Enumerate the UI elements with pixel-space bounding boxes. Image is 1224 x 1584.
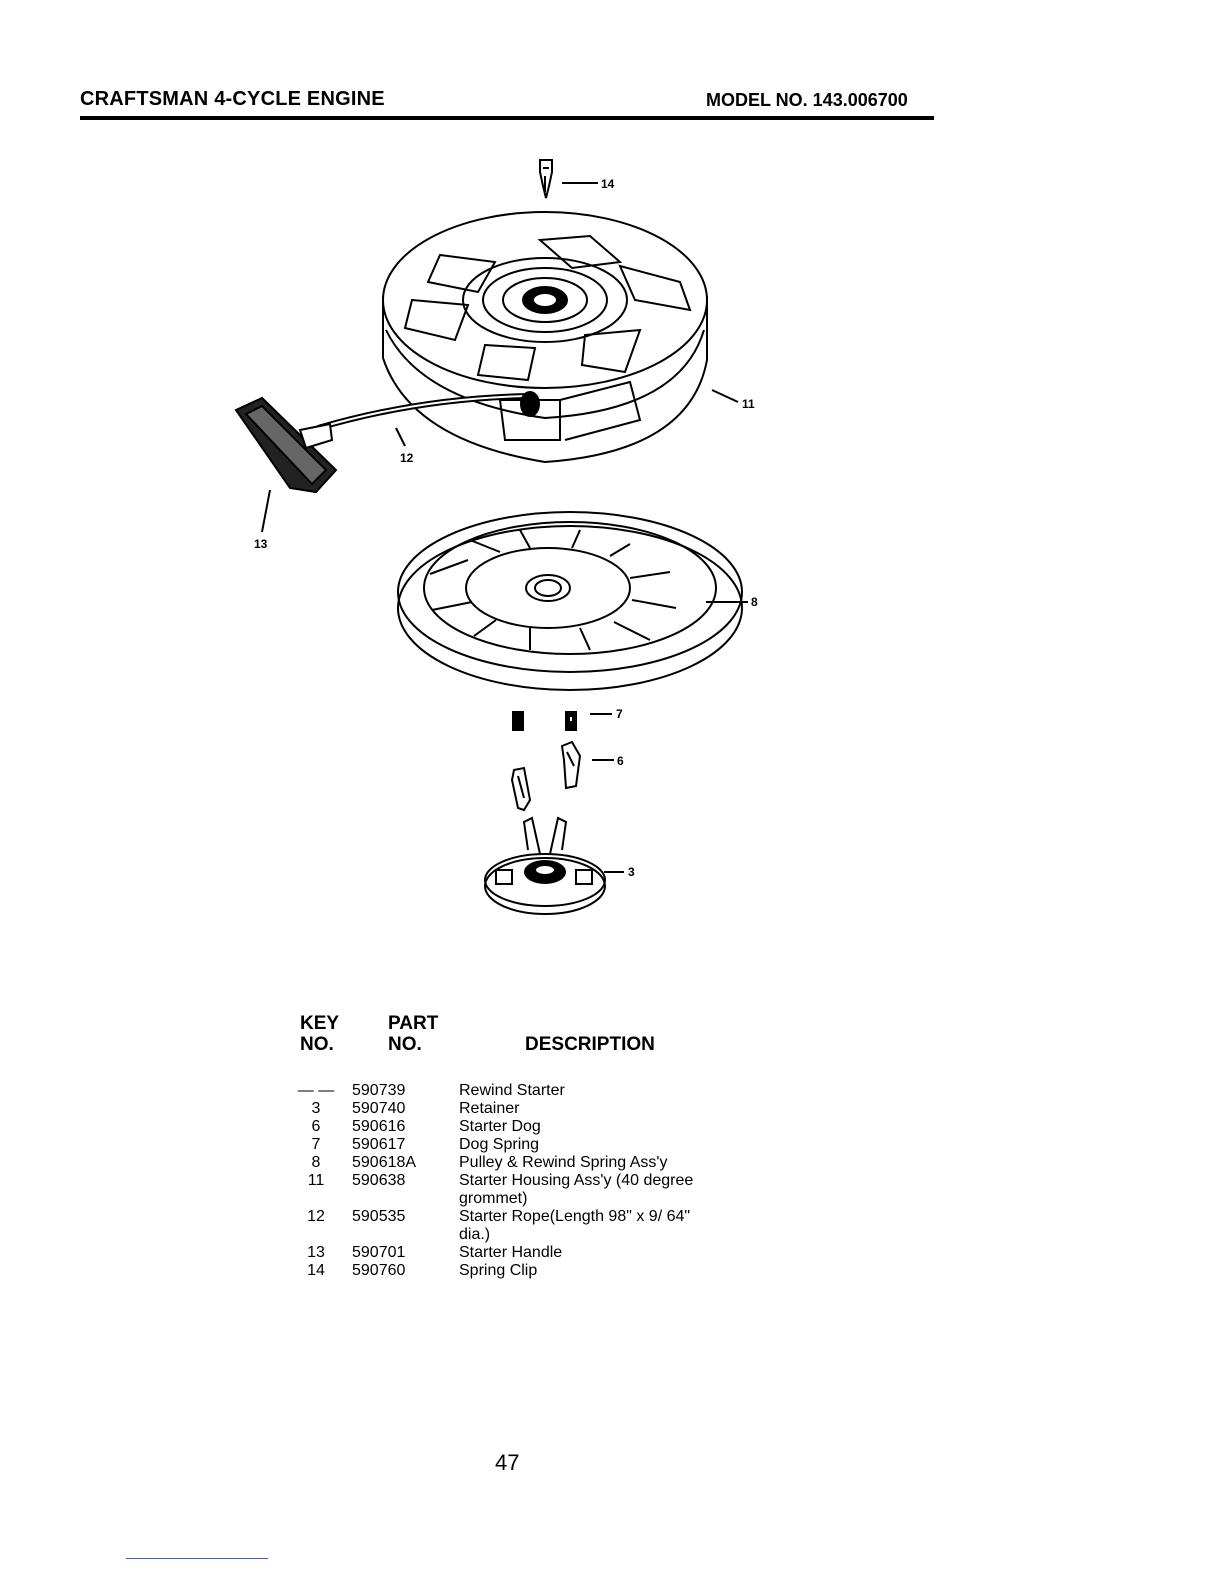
model-number: MODEL NO. 143.006700 [706, 90, 908, 110]
key-number: 13 [307, 1244, 325, 1261]
part-number: 590701 [352, 1244, 406, 1261]
key-number: 11 [307, 1172, 325, 1189]
parts-list: — — 590739 Rewind Starter 3 590740 Retai… [296, 1082, 719, 1280]
callout-13: 13 [254, 537, 268, 551]
part-description: Rewind Starter [459, 1082, 565, 1099]
part-description: Spring Clip [459, 1262, 538, 1279]
page-number: 47 [495, 1450, 520, 1475]
part-number: 590638 [352, 1172, 406, 1189]
starter-dog-drawing [510, 740, 582, 812]
key-number: — — [297, 1082, 335, 1099]
dog-spring-drawing [512, 711, 577, 731]
callout-8: 8 [751, 595, 758, 609]
part-description: Retainer [459, 1100, 520, 1117]
part-description: Pulley & Rewind Spring Ass'y [459, 1154, 668, 1171]
part-number: 590760 [352, 1262, 406, 1279]
key-number: 14 [307, 1262, 325, 1279]
part-no-header: PART NO. [388, 1013, 439, 1055]
table-row: 8 590618A Pulley & Rewind Spring Ass'y [296, 1154, 719, 1172]
part-description: Starter Handle [459, 1244, 563, 1261]
callout-3: 3 [628, 865, 635, 879]
retainer-drawing [484, 816, 606, 915]
part-number: 590739 [352, 1082, 406, 1099]
key-number: 12 [307, 1208, 325, 1225]
document-title: CRAFTSMAN 4-CYCLE ENGINE [80, 88, 385, 110]
table-row: 3 590740 Retainer [296, 1100, 719, 1118]
key-number: 6 [311, 1118, 321, 1135]
table-row: 13 590701 Starter Handle [296, 1244, 719, 1262]
part-description: Starter Rope(Length 98" x 9/ 64" dia.) [459, 1208, 691, 1243]
table-row: — — 590739 Rewind Starter [296, 1082, 719, 1100]
starter-handle-drawing [234, 396, 338, 494]
callout-7: 7 [616, 707, 623, 721]
footer-rule [126, 1558, 268, 1559]
key-no-header: KEY NO. [300, 1013, 340, 1055]
callout-11: 11 [742, 397, 755, 411]
starter-rope-drawing [317, 391, 540, 431]
part-number: 590535 [352, 1208, 406, 1225]
part-number: 590616 [352, 1118, 406, 1135]
part-number: 590618A [352, 1154, 417, 1171]
header-rule [80, 116, 934, 120]
table-row: 6 590616 Starter Dog [296, 1118, 719, 1136]
part-description: Dog Spring [459, 1136, 540, 1153]
part-description: Starter Housing Ass'y (40 degree grommet… [459, 1172, 694, 1207]
key-number: 7 [311, 1136, 321, 1153]
part-description: Starter Dog [459, 1118, 541, 1135]
callout-6: 6 [617, 754, 624, 768]
part-number: 590617 [352, 1136, 406, 1153]
starter-housing-drawing [382, 211, 708, 464]
spring-clip-drawing [539, 159, 553, 199]
exploded-parts-diagram: 14 11 12 13 8 7 6 3 [234, 159, 758, 915]
callout-12: 12 [400, 451, 414, 465]
description-header: DESCRIPTION [525, 1034, 655, 1055]
key-number: 3 [311, 1100, 321, 1117]
part-number: 590740 [352, 1100, 406, 1117]
key-number: 8 [311, 1154, 321, 1171]
callout-14: 14 [601, 177, 615, 191]
table-row: 7 590617 Dog Spring [296, 1136, 719, 1154]
pulley-drawing [397, 511, 743, 691]
table-row: 12 590535 Starter Rope(Length 98" x 9/ 6… [296, 1208, 719, 1244]
table-row: 14 590760 Spring Clip [296, 1262, 719, 1280]
table-row: 11 590638 Starter Housing Ass'y (40 degr… [296, 1172, 719, 1208]
